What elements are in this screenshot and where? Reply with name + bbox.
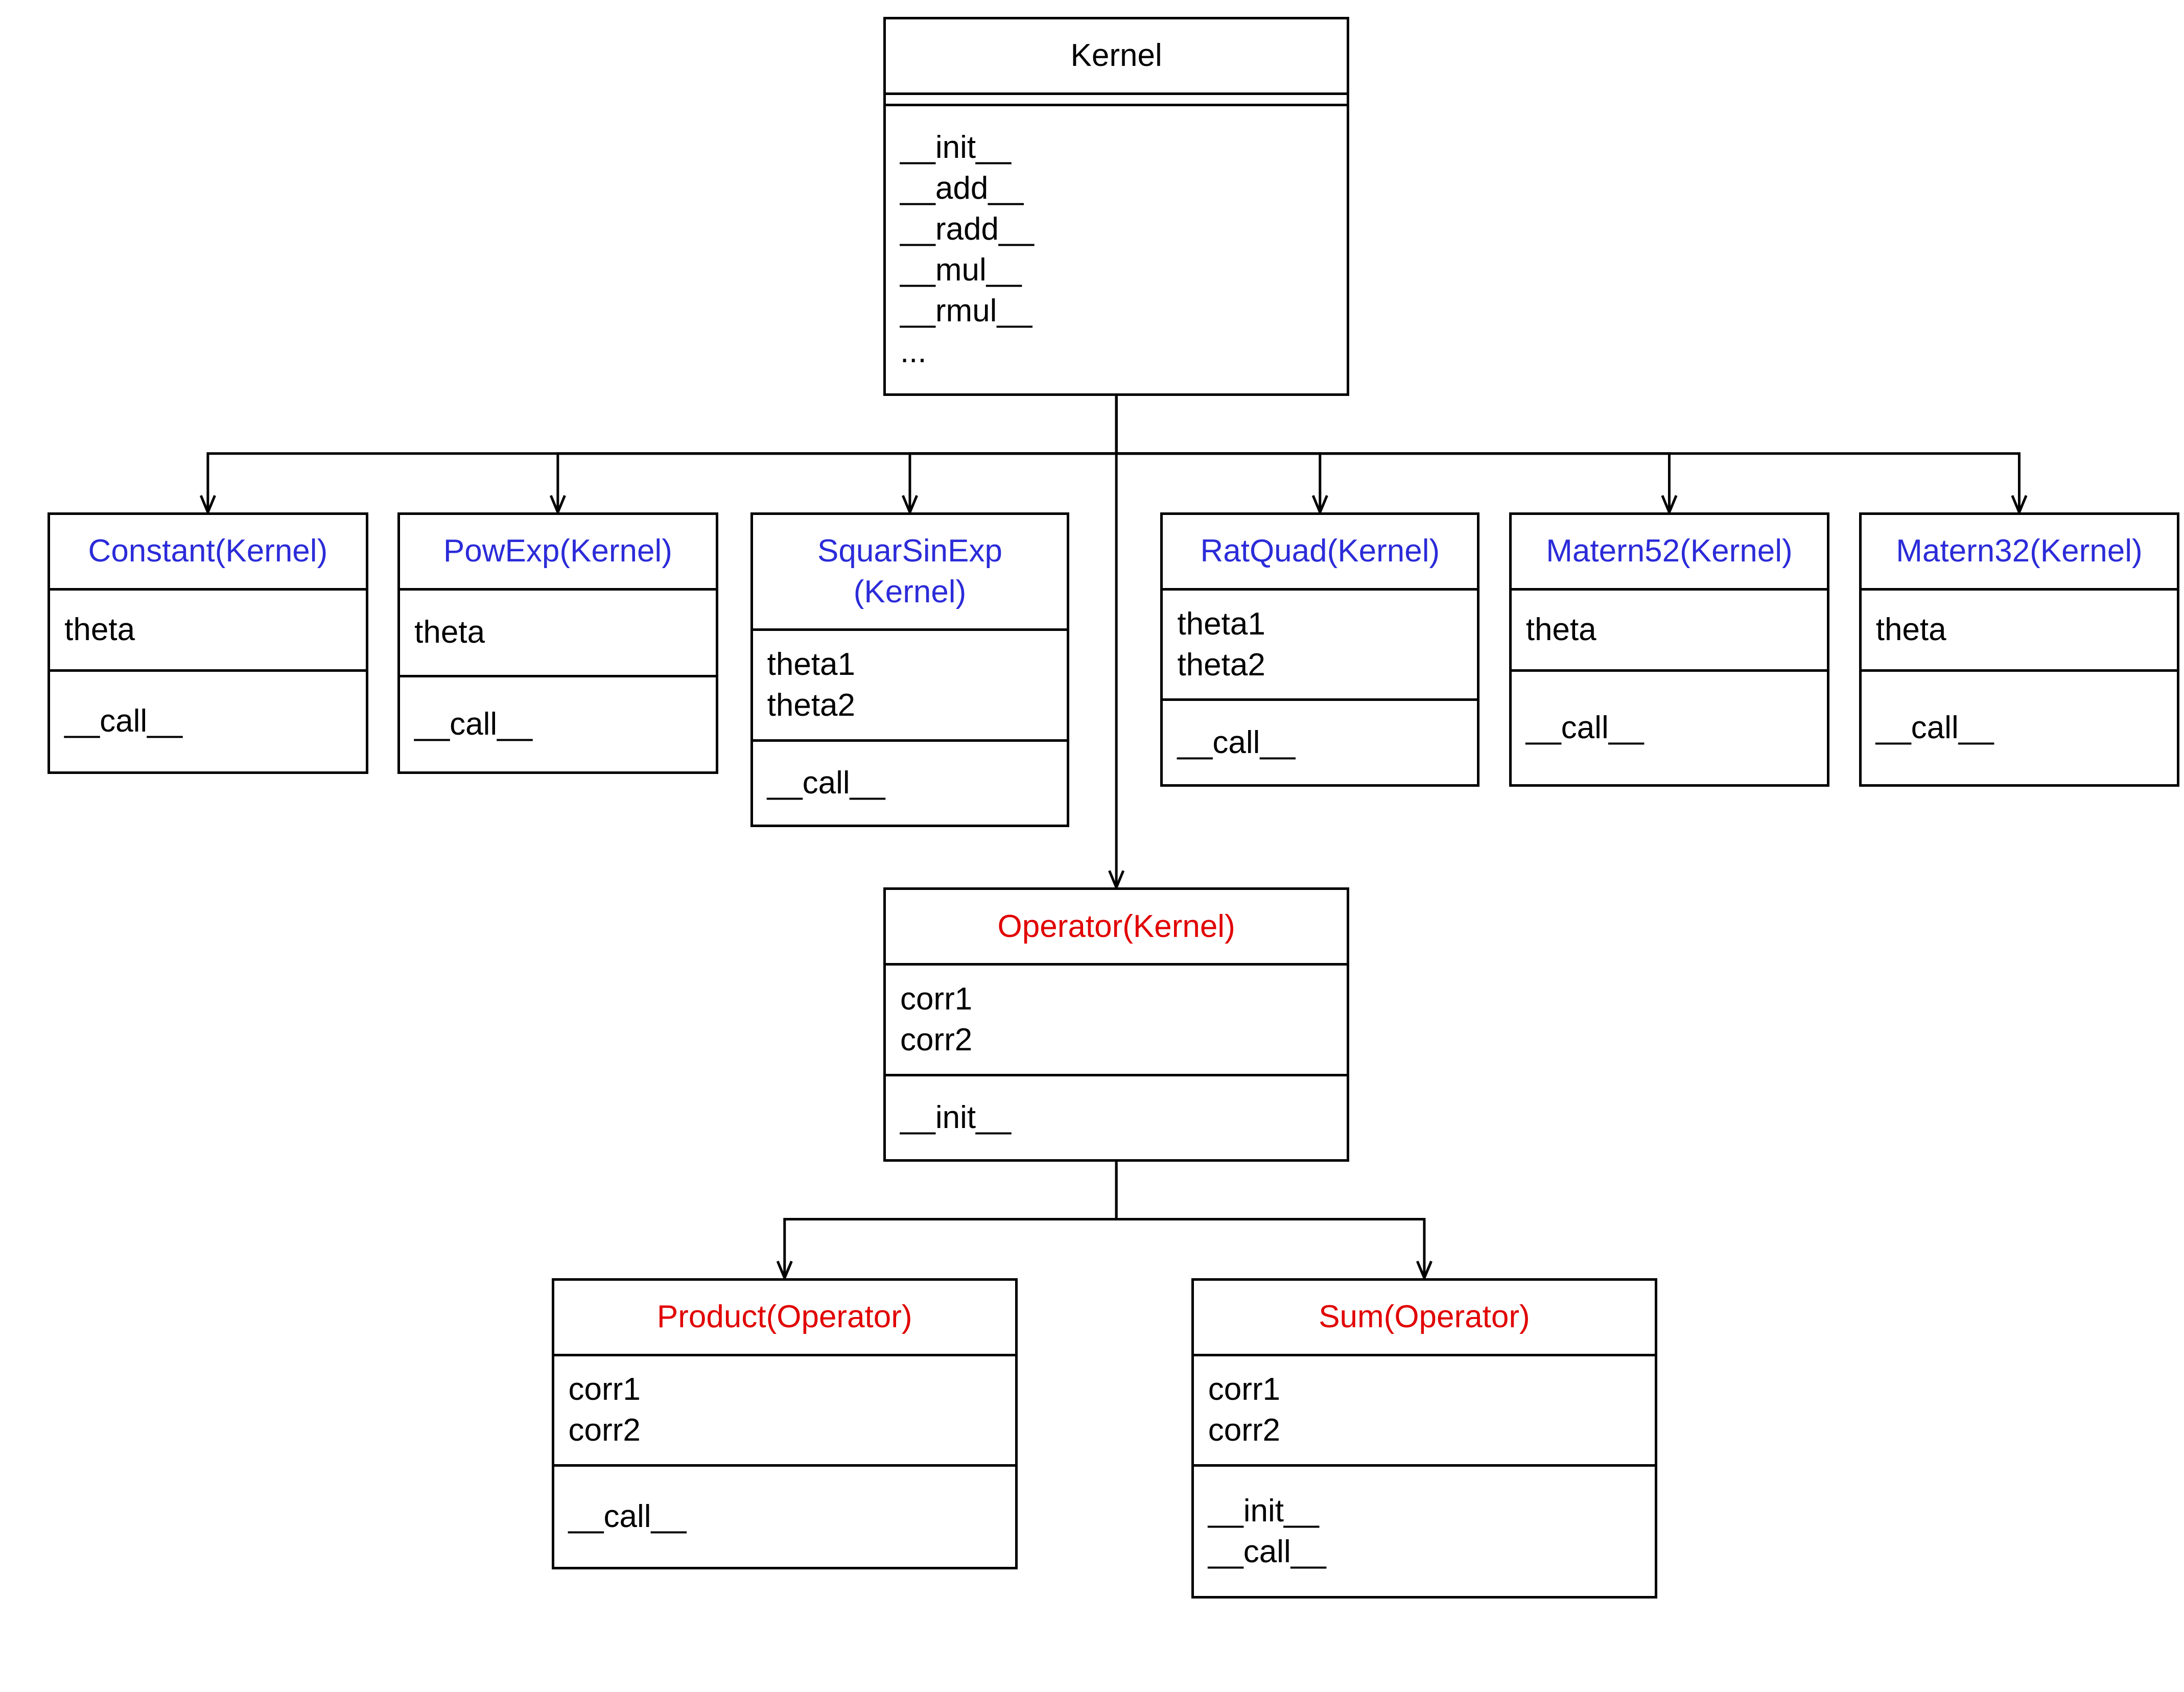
attribute-item: theta1 bbox=[767, 646, 856, 682]
method-item: __call__ bbox=[64, 703, 183, 739]
class-name-line: Matern52(Kernel) bbox=[1546, 533, 1793, 569]
class-box-powexp: PowExp(Kernel) theta __call__ bbox=[397, 512, 718, 774]
class-name: Sum(Operator) bbox=[1193, 1281, 1655, 1356]
attribute-item: corr1 bbox=[568, 1372, 641, 1407]
class-box-constant: Constant(Kernel) theta __call__ bbox=[48, 512, 368, 774]
class-name: Product(Operator) bbox=[554, 1281, 1015, 1356]
class-methods: __call__ bbox=[50, 672, 365, 772]
edge-kernel-to-matern32 bbox=[1115, 396, 2021, 512]
method-item: __call__ bbox=[1875, 710, 1994, 745]
class-name-line: (Kernel) bbox=[853, 574, 967, 610]
attribute-item: corr2 bbox=[568, 1413, 641, 1448]
class-name: Kernel bbox=[885, 19, 1347, 95]
method-item: __add__ bbox=[900, 171, 1024, 206]
attribute-item: theta2 bbox=[767, 687, 856, 723]
class-methods: __init__ __call__ bbox=[1194, 1467, 1655, 1596]
class-name: RatQuad(Kernel) bbox=[1163, 515, 1477, 591]
class-attributes: theta1 theta2 bbox=[1163, 591, 1477, 701]
class-attributes: theta bbox=[50, 591, 366, 672]
method-item: __call__ bbox=[767, 765, 885, 801]
method-item: ... bbox=[900, 334, 927, 370]
class-name: Operator(Kernel) bbox=[885, 890, 1347, 966]
method-item: __init__ bbox=[900, 1099, 1012, 1135]
class-name: Matern52(Kernel) bbox=[1511, 515, 1827, 591]
method-item: __init__ bbox=[1208, 1493, 1319, 1529]
class-box-squarsinexp: SquarSinExp (Kernel) theta1 theta2 __call__ bbox=[750, 512, 1070, 828]
class-attributes: theta1 theta2 bbox=[753, 631, 1067, 742]
class-name: PowExp(Kernel) bbox=[400, 515, 716, 591]
class-methods: __init__ __add__ __radd__ __mul__ __rmul__..… bbox=[886, 106, 1347, 394]
class-divider bbox=[885, 95, 1347, 106]
class-attributes: theta bbox=[400, 591, 716, 677]
class-name-line: SquarSinExp bbox=[817, 533, 1002, 569]
class-attributes: theta bbox=[1861, 591, 2177, 672]
attribute-item: theta bbox=[414, 615, 485, 650]
attribute-item: theta bbox=[1525, 612, 1596, 647]
attribute-item: theta bbox=[64, 612, 135, 647]
class-attributes: corr1 corr2 bbox=[1193, 1356, 1655, 1467]
class-box-ratquad: RatQuad(Kernel) theta1 theta2 __call__ bbox=[1160, 512, 1480, 787]
class-name-line: Operator(Kernel) bbox=[997, 908, 1235, 944]
method-item: __call__ bbox=[1525, 710, 1644, 745]
method-item: __mul__ bbox=[900, 252, 1022, 288]
class-methods: __init__ bbox=[886, 1076, 1347, 1160]
attribute-item: theta bbox=[1875, 612, 1946, 647]
method-item: __call__ bbox=[568, 1498, 687, 1534]
class-methods: __call__ bbox=[1862, 672, 2177, 784]
attribute-item: corr2 bbox=[1208, 1413, 1280, 1448]
attribute-item: theta2 bbox=[1177, 647, 1265, 683]
edge-operator-to-product bbox=[783, 1162, 1118, 1278]
method-item: __radd__ bbox=[900, 212, 1034, 247]
class-name: Constant(Kernel) bbox=[50, 515, 366, 591]
attribute-item: theta1 bbox=[1177, 606, 1265, 642]
class-attributes: corr1 corr2 bbox=[885, 966, 1347, 1076]
edge-kernel-to-squarsinexp bbox=[908, 396, 1118, 512]
class-methods: __call__ bbox=[400, 677, 715, 772]
class-name-line: PowExp(Kernel) bbox=[443, 533, 672, 569]
class-methods: __call__ bbox=[753, 742, 1067, 825]
class-box-matern52: Matern52(Kernel) theta __call__ bbox=[1509, 512, 1830, 787]
class-name-line: Matern32(Kernel) bbox=[1896, 533, 2143, 569]
class-box-operator: Operator(Kernel) corr1 corr2 __init__ bbox=[883, 887, 1350, 1162]
class-name: Matern32(Kernel) bbox=[1861, 515, 2177, 591]
class-name-line: RatQuad(Kernel) bbox=[1200, 533, 1440, 569]
class-name-line: Sum(Operator) bbox=[1319, 1299, 1530, 1335]
class-methods: __call__ bbox=[1163, 701, 1477, 784]
method-item: __call__ bbox=[1177, 724, 1296, 760]
class-box-kernel: Kernel __init__ __add__ __radd__ __mul__ __rm… bbox=[883, 16, 1350, 396]
method-item: __call__ bbox=[1208, 1534, 1326, 1569]
attribute-item: corr1 bbox=[1208, 1372, 1280, 1407]
edge-operator-to-sum bbox=[1115, 1162, 1426, 1278]
class-attributes: corr1 corr2 bbox=[554, 1356, 1015, 1467]
class-methods: __call__ bbox=[554, 1467, 1015, 1567]
class-name: SquarSinExp (Kernel) bbox=[753, 515, 1067, 631]
class-box-product: Product(Operator) corr1 corr2 __call__ bbox=[551, 1278, 1018, 1569]
class-name-line: Product(Operator) bbox=[656, 1299, 912, 1335]
attribute-item: corr1 bbox=[900, 981, 973, 1017]
attribute-item: corr2 bbox=[900, 1022, 973, 1058]
class-name-line: Constant(Kernel) bbox=[88, 533, 328, 569]
class-name-line: Kernel bbox=[1070, 38, 1162, 74]
method-item: __init__ bbox=[900, 130, 1012, 166]
class-box-sum: Sum(Operator) corr1 corr2 __init__ __call__ bbox=[1191, 1278, 1658, 1599]
class-attributes: theta bbox=[1511, 591, 1827, 672]
class-methods: __call__ bbox=[1512, 672, 1827, 784]
method-item: __call__ bbox=[414, 706, 533, 742]
class-box-matern32: Matern32(Kernel) theta __call__ bbox=[1859, 512, 2180, 787]
method-item: __rmul__ bbox=[900, 293, 1032, 329]
